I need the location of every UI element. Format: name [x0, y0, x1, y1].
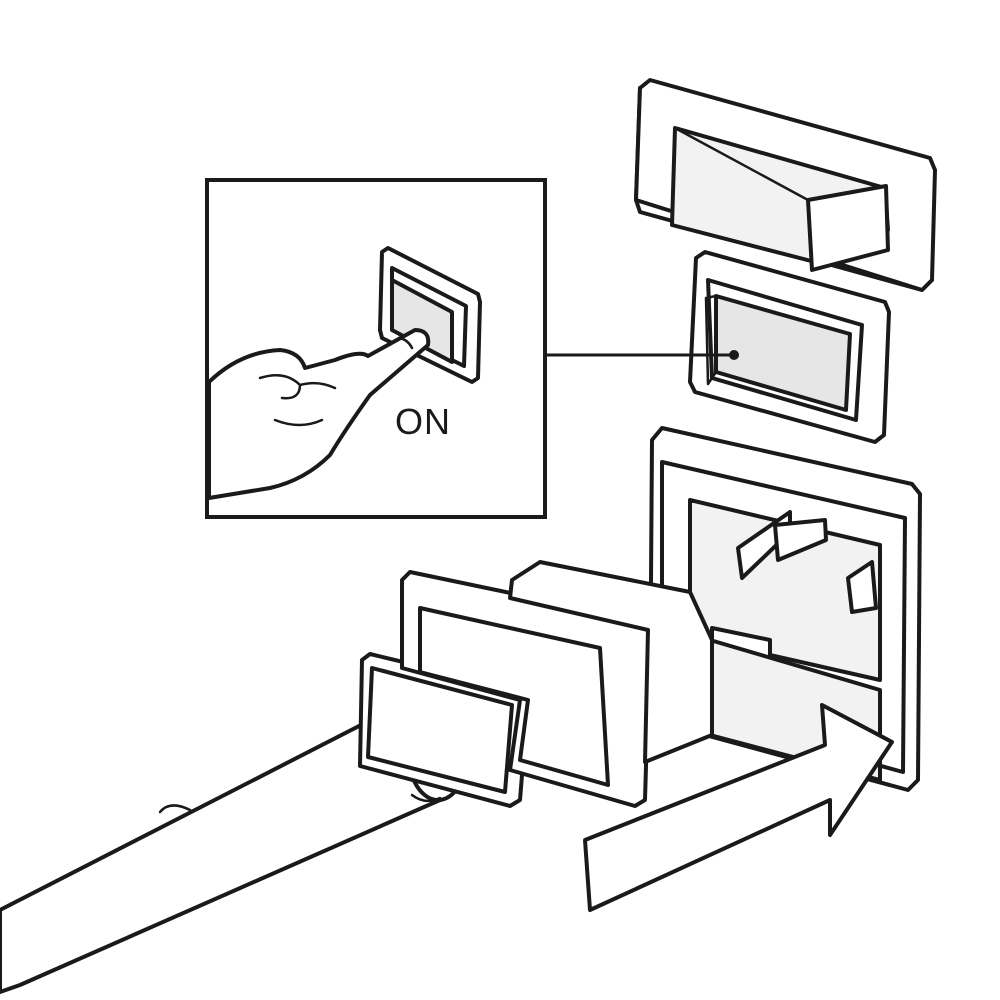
- hand-pointer-icon: [207, 328, 431, 500]
- rocker-switch: [688, 250, 891, 444]
- insert-arrow-icon: [583, 703, 894, 912]
- switch-state-label: ON: [395, 401, 451, 442]
- power-cord: [0, 560, 714, 994]
- inset-panel: ON: [205, 178, 547, 519]
- rocker-switch-cap: [634, 78, 937, 292]
